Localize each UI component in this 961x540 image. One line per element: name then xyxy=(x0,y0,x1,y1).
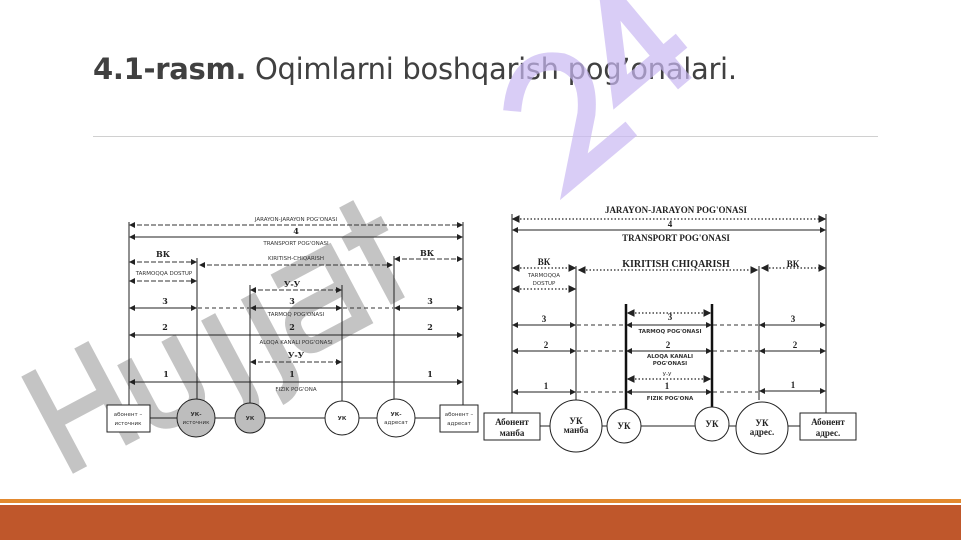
diagram-label: манба xyxy=(564,425,589,435)
diagram-label: Абонент xyxy=(495,417,529,427)
label-io-r: KIRITISH CHIQARISH xyxy=(622,259,730,270)
diagram-label: УК xyxy=(705,419,719,429)
diagram-label: 2 xyxy=(544,340,549,350)
diagram-label: источник xyxy=(115,421,143,427)
diagram-label: 3 xyxy=(791,314,796,324)
diagram-label: ВК xyxy=(156,249,171,259)
diagram-label: источник xyxy=(183,420,211,426)
diagram-label: У-У xyxy=(663,372,672,378)
diagram-label: УК xyxy=(338,416,347,422)
diagram-label: УК- xyxy=(390,412,401,418)
diagram-shape xyxy=(503,52,638,201)
node-uk-1 xyxy=(234,402,266,434)
label-session: JARAYON-JARAYON POG'ONASI xyxy=(254,217,338,223)
diagram-label: 2 xyxy=(427,322,433,332)
diagram-label: 1 xyxy=(289,369,295,379)
diagram-label: 1 xyxy=(791,380,796,390)
diagram-label: У-У xyxy=(284,279,301,289)
diagram-label: УК xyxy=(569,416,583,426)
diagram-label: УК xyxy=(755,418,769,428)
diagram-label: абонент – xyxy=(114,412,143,418)
diagram-label: 2 xyxy=(666,340,671,350)
diagram-label: 3 xyxy=(427,296,433,306)
node-uk-dest xyxy=(376,398,416,438)
diagram-label: Абонент xyxy=(811,417,845,427)
label-network: TARMOQ POG'ONASI xyxy=(267,312,325,318)
node-uk-source xyxy=(176,398,216,438)
diagram-label: адресат xyxy=(447,421,471,427)
diagram-label: УК xyxy=(246,416,255,422)
node-dest-box-r xyxy=(799,412,857,441)
diagram-label: ВК xyxy=(787,259,800,269)
figure-number: 4.1-rasm. xyxy=(93,52,247,86)
diagram-label: 2 xyxy=(793,340,798,350)
diagram-shape xyxy=(595,0,692,110)
diagram-label: FIZIK POG'ONA xyxy=(647,396,694,402)
diagram-label: ВК xyxy=(420,248,435,258)
diagram-label: УК- xyxy=(190,412,201,418)
diagram-label: 1 xyxy=(665,381,670,391)
diagram-label: манба xyxy=(500,428,525,438)
diagram-label: абонент – xyxy=(445,412,474,418)
diagram-label: 1 xyxy=(544,381,549,391)
footer-bar xyxy=(0,505,961,540)
diagram-label: 1 xyxy=(427,369,433,379)
diagram-right: JARAYON-JARAYON POG'ONASI 4 TRANSPORT PO… xyxy=(483,205,857,455)
diagram-label: TARMOQQA xyxy=(527,273,560,279)
label-io: KIRITISH-CHIQARISH xyxy=(268,256,324,262)
watermark-gray-hujjat xyxy=(21,200,405,474)
label-transport: TRANSPORT POG'ONASI xyxy=(262,241,329,247)
label-transport-r: TRANSPORT POG'ONASI xyxy=(622,233,730,243)
title-divider xyxy=(93,136,878,137)
diagram-label: У-У xyxy=(288,350,305,360)
diagram-label: 2 xyxy=(162,322,168,332)
diagram-label: 3 xyxy=(668,312,673,322)
diagram-label: 1 xyxy=(163,369,169,379)
diagram-label: адрес. xyxy=(816,428,840,438)
diagram-label: 2 xyxy=(289,322,295,332)
watermark-purple-24 xyxy=(503,0,692,201)
diagram-label: 3 xyxy=(162,296,168,306)
diagram-label: адрес. xyxy=(750,427,774,437)
diagram-label: POG'ONASI xyxy=(653,361,687,367)
node-source-box xyxy=(106,404,151,433)
node-uk-1-r xyxy=(606,408,642,444)
diagram-label: УК xyxy=(617,421,631,431)
diagram-label: 3 xyxy=(289,296,295,306)
diagram-label: 4 xyxy=(668,219,673,229)
diagram-label: 4 xyxy=(293,226,299,236)
node-uk-2-r xyxy=(694,406,730,442)
diagram-label: адресат xyxy=(384,420,408,426)
diagram-label: DOSTUP xyxy=(533,281,556,287)
label-channel: ALOQA KANALI POG'ONASI xyxy=(259,340,333,346)
label-physical: FIZIK POG'ONA xyxy=(275,387,316,393)
node-uk-2 xyxy=(324,400,360,436)
label-session-r: JARAYON-JARAYON POG'ONASI xyxy=(605,205,748,215)
diagram-label: 3 xyxy=(542,314,547,324)
footer-accent-line xyxy=(0,499,961,503)
node-uk-source-r xyxy=(549,399,603,453)
diagram-label: TARMOQ POG'ONASI xyxy=(638,329,701,335)
node-source-box-r xyxy=(483,412,541,441)
diagram-left: JARAYON-JARAYON POG'ONASI 4 TRANSPORT PO… xyxy=(106,217,479,438)
label-access: TARMOQQA DOSTUP xyxy=(135,271,193,277)
node-dest-box xyxy=(439,404,479,433)
diagram-label: ALOQA KANALI xyxy=(647,354,693,360)
diagram-shape xyxy=(270,242,374,354)
diagram-label: ВК xyxy=(538,257,551,267)
node-uk-dest-r xyxy=(735,401,789,455)
